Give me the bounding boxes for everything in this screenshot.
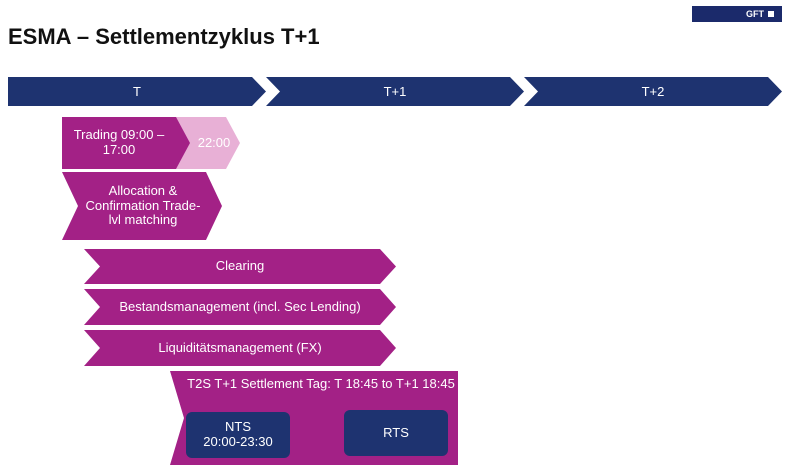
timeline-t-label: T bbox=[133, 84, 141, 99]
trading-extension-label: 22:00 bbox=[197, 134, 231, 150]
liquiditaetsmanagement-label: Liquiditätsmanagement (FX) bbox=[158, 339, 322, 355]
timeline-t1-label: T+1 bbox=[383, 84, 407, 99]
bestandsmanagement-label: Bestandsmanagement (incl. Sec Lending) bbox=[119, 298, 361, 314]
clearing-block: Clearing bbox=[84, 249, 396, 284]
timeline-t: T bbox=[8, 77, 266, 106]
timeline-t1: T+1 bbox=[266, 77, 524, 106]
trading-label: Trading 09:00 – 17:00 bbox=[73, 127, 165, 157]
timeline-t2: T+2 bbox=[524, 77, 782, 106]
page-title: ESMA – Settlementzyklus T+1 bbox=[8, 24, 320, 49]
nts-time: 20:00-23:30 bbox=[203, 434, 273, 449]
trading-block: Trading 09:00 – 17:00 bbox=[62, 117, 190, 169]
allocation-block: Allocation & Confirmation Trade-lvl matc… bbox=[62, 172, 222, 240]
timeline-t2-label: T+2 bbox=[641, 84, 665, 99]
t2s-label: T2S T+1 Settlement Tag: T 18:45 to T+1 1… bbox=[187, 376, 455, 391]
liquiditaetsmanagement-block: Liquiditätsmanagement (FX) bbox=[84, 330, 396, 366]
nts-box: NTS 20:00-23:30 bbox=[186, 412, 290, 458]
gft-logo: GFT bbox=[692, 6, 782, 22]
logo-text: GFT bbox=[746, 9, 764, 19]
rts-label: RTS bbox=[383, 424, 409, 440]
allocation-label: Allocation & Confirmation Trade-lvl matc… bbox=[85, 182, 201, 228]
nts-label: NTS bbox=[225, 419, 251, 435]
bestandsmanagement-block: Bestandsmanagement (incl. Sec Lending) bbox=[84, 289, 396, 325]
logo-square-icon bbox=[768, 11, 774, 17]
rts-box: RTS bbox=[344, 410, 448, 456]
clearing-label: Clearing bbox=[215, 258, 265, 274]
